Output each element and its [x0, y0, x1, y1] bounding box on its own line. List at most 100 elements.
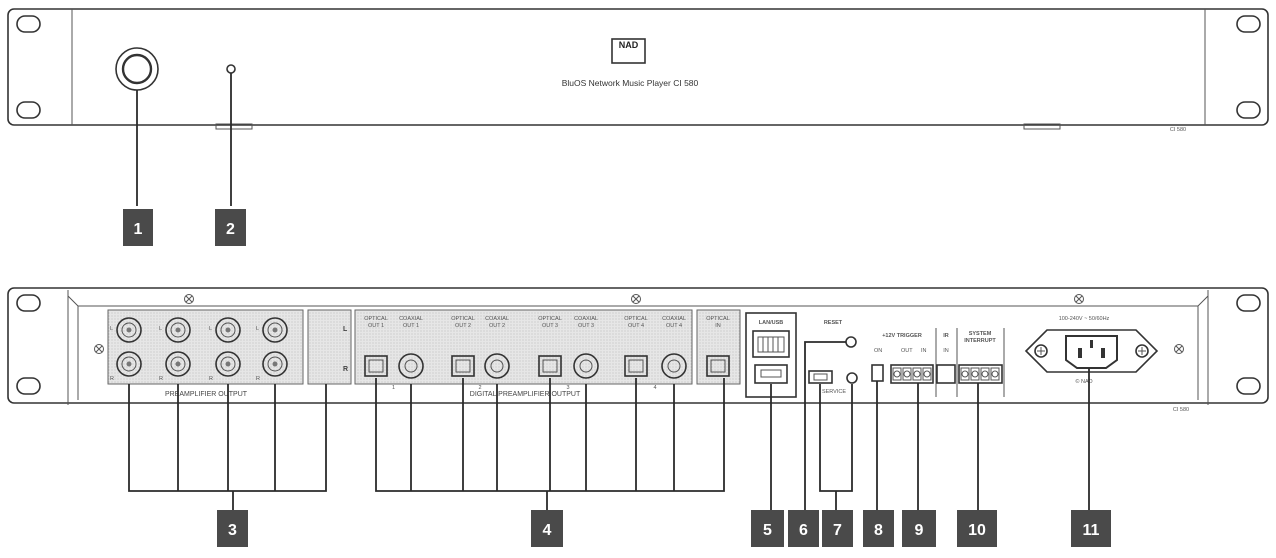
- trigger-terminal-block: [890, 364, 934, 384]
- callout-10: 10: [957, 510, 997, 547]
- rack-slot-rear-tl: [16, 294, 41, 312]
- rca-jack: [116, 351, 142, 377]
- svg-text:3: 3: [228, 522, 237, 539]
- svg-text:9: 9: [915, 522, 924, 539]
- trigger-in-label: IN: [921, 348, 927, 354]
- status-indicator: [226, 64, 236, 74]
- svg-text:1: 1: [134, 221, 143, 238]
- optical-in-top: OPTICAL: [706, 316, 730, 322]
- rca-jack-pin: [272, 361, 278, 367]
- rca-jack-inner: [267, 356, 283, 372]
- trigger-on-label: ON: [874, 348, 882, 354]
- svg-text:6: 6: [799, 522, 808, 539]
- coaxial-out-jack-inner: [490, 359, 504, 373]
- rca-jack-inner: [170, 322, 186, 338]
- lan-port: [752, 330, 790, 358]
- digital-out-number: 2: [478, 385, 481, 391]
- reset-button: [845, 336, 857, 348]
- digital-out-label-bottom: OUT 4: [666, 323, 682, 329]
- optical-out-port: [451, 355, 475, 377]
- digital-label: DIGITAL PREAMPLIFIER OUTPUT: [470, 391, 581, 398]
- callout-8: 8: [863, 510, 894, 547]
- optical-in-port-inner: [710, 359, 726, 373]
- rca-jack-pin: [126, 361, 132, 367]
- ac-inlet-plate: [1024, 329, 1159, 373]
- digital-out-number: 4: [653, 385, 656, 391]
- callout-4: 4: [531, 510, 563, 547]
- terminal-cell: [922, 367, 932, 381]
- rack-slot-front-tl: [16, 15, 41, 33]
- callout-6: 6: [788, 510, 819, 547]
- rear-corner-mark: CI 580: [1173, 407, 1189, 413]
- rack-slot-rear-tr: [1236, 294, 1261, 312]
- optical-in-bottom: IN: [715, 323, 721, 329]
- callout-7: 7: [822, 510, 853, 547]
- svg-text:5: 5: [763, 522, 772, 539]
- preamp-output-panel: [107, 309, 304, 385]
- power-button: [121, 53, 153, 85]
- digital-out-label-bottom: OUT 2: [489, 323, 505, 329]
- ac-inlet-screw-right: [1135, 344, 1149, 358]
- optical-out-port: [364, 355, 388, 377]
- ac-pin-earth: [1090, 340, 1093, 348]
- leader-6: [804, 341, 846, 510]
- rca-jack-inner: [267, 322, 283, 338]
- rca-L-label: L: [209, 326, 212, 332]
- callout-2: 2: [215, 209, 246, 246]
- digital-out-label-top: OPTICAL: [538, 316, 562, 322]
- rca-R-label: R: [110, 376, 114, 382]
- copyright-text: © NAD: [1075, 378, 1092, 385]
- rca-jack-pin: [175, 327, 181, 333]
- preamp-extra-panel: [307, 309, 352, 385]
- usb-port-inner: [760, 369, 782, 378]
- nad-logo-text: NAD: [619, 40, 639, 50]
- rear-leaders: [128, 341, 1090, 510]
- rca-L-label: L: [256, 326, 259, 332]
- digital-out-label-bottom: OUT 1: [368, 323, 384, 329]
- rca-jack-pin: [272, 327, 278, 333]
- rack-slot-rear-br: [1236, 377, 1261, 395]
- callout-5: 5: [751, 510, 784, 547]
- rca-jack-pin: [175, 361, 181, 367]
- usb-port: [754, 364, 788, 384]
- rack-slot-rear-bl: [16, 377, 41, 395]
- trigger-terminals: [892, 367, 932, 381]
- service-button: [846, 372, 858, 384]
- trigger-switch: [871, 364, 884, 382]
- digital-out-label-top: COAXIAL: [399, 316, 423, 322]
- system-terminal-block: [958, 364, 1003, 384]
- ac-pin-live: [1078, 348, 1082, 358]
- service-label: SERVICE: [822, 389, 846, 395]
- digital-out-number: 1: [392, 385, 395, 391]
- callout-9: 9: [902, 510, 936, 547]
- model-line: BluOS Network Music Player CI 580: [562, 78, 699, 88]
- ac-pin-neutral: [1101, 348, 1105, 358]
- terminal-screw: [913, 370, 921, 378]
- digital-out-label-top: COAXIAL: [662, 316, 686, 322]
- preamp-label: PREAMPLIFIER OUTPUT: [165, 391, 248, 398]
- service-port-inner: [813, 373, 828, 381]
- nad-logo-box: [611, 38, 646, 64]
- callout-1: 1: [123, 209, 153, 246]
- svg-text:10: 10: [968, 522, 986, 539]
- callout-3: 3: [217, 510, 248, 547]
- system-terminals: [960, 367, 1000, 381]
- terminal-cell: [892, 367, 902, 381]
- optical-out-port-inner: [628, 359, 644, 373]
- terminal-cell: [980, 367, 990, 381]
- rca-jack-inner: [121, 322, 137, 338]
- digital-out-label-bottom: OUT 3: [542, 323, 558, 329]
- digital-out-number: 3: [566, 385, 569, 391]
- svg-text:4: 4: [543, 522, 552, 539]
- coaxial-out-jack-inner: [579, 359, 593, 373]
- front-panel-outline: [7, 8, 1269, 126]
- optical-in-port: [706, 355, 730, 377]
- coaxial-out-jack: [661, 353, 687, 379]
- terminal-cell: [912, 367, 922, 381]
- leader-3: [128, 384, 327, 510]
- rack-slot-front-bl: [16, 101, 41, 119]
- digital-out-label-top: OPTICAL: [364, 316, 388, 322]
- front-corner-mark: CI 580: [1170, 127, 1186, 133]
